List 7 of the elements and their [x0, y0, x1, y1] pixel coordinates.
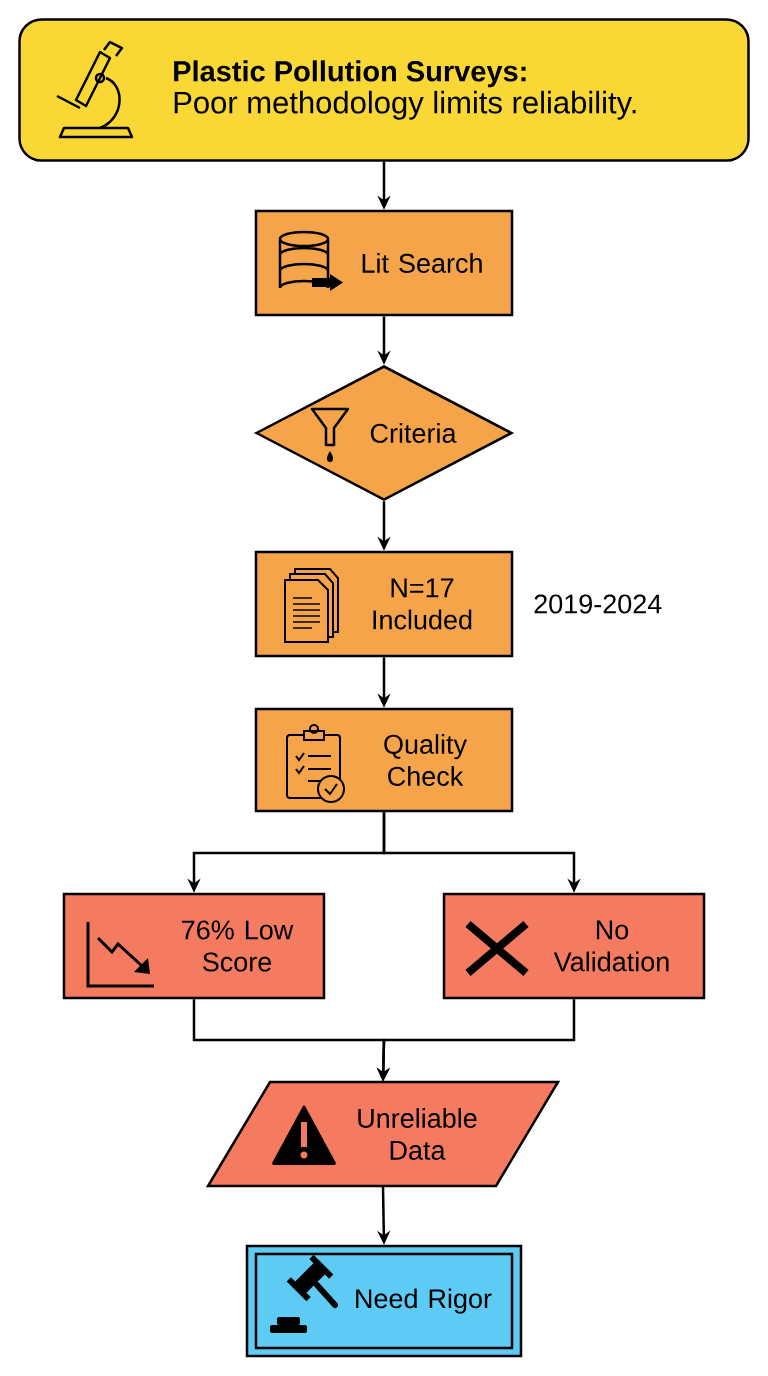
process-box: Quality Check [254, 707, 514, 813]
process-box: 76% Low Score [62, 892, 326, 1000]
process-box: Lit Search [254, 209, 514, 317]
result-box: Need Rigor [245, 1244, 523, 1358]
process-box: No Validation [442, 892, 706, 1000]
side-note: 2019-2024 [534, 594, 662, 614]
header-box: Plastic Pollution Surveys: Poor methodology limits reliability. [18, 18, 750, 162]
